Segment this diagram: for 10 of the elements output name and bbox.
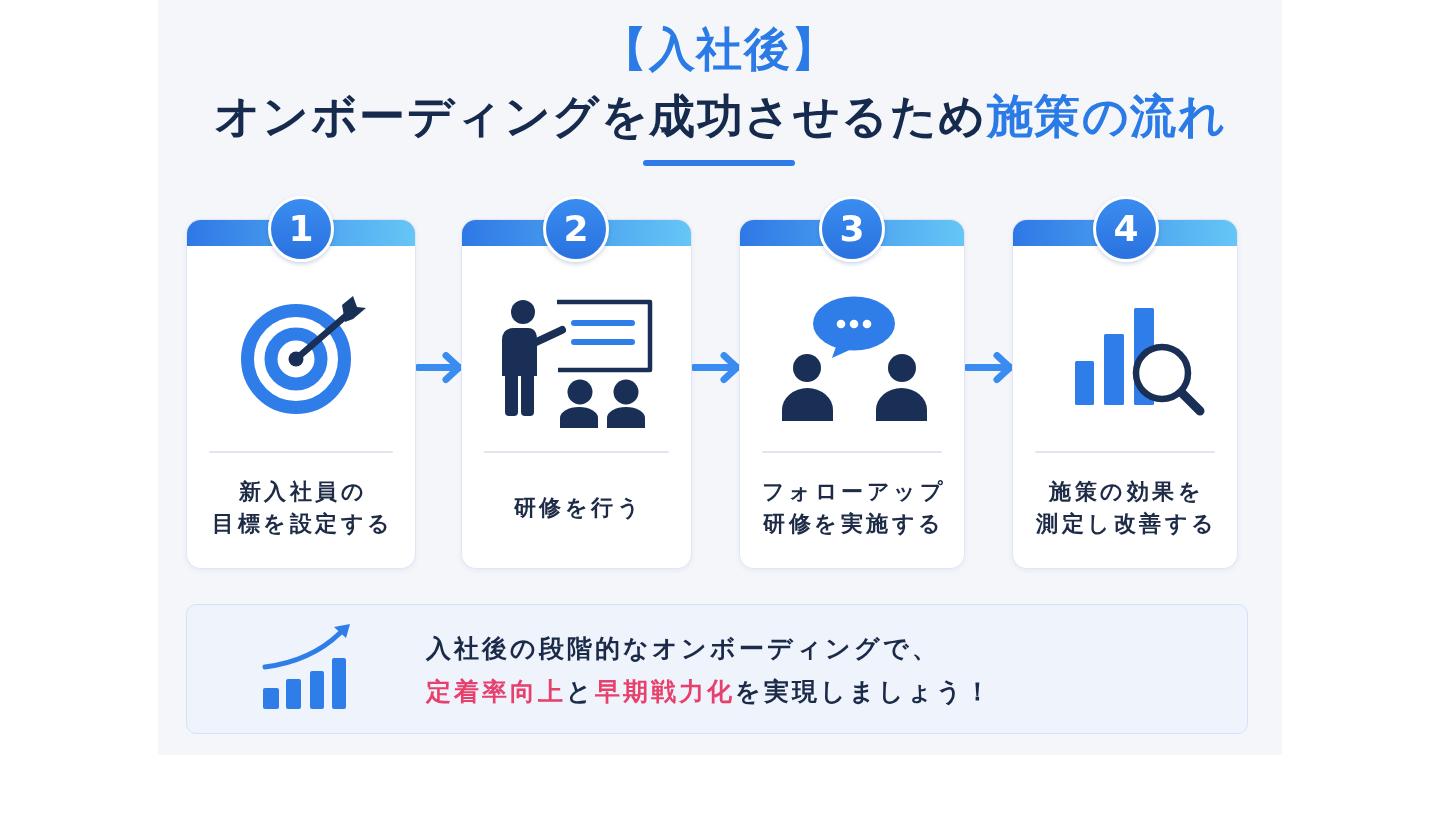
step-caption: 施策の効果を測定し改善する xyxy=(1035,478,1218,538)
step-caption: 新入社員の目標を設定する xyxy=(211,478,394,538)
step-caption: フォローアップ研修を実施する xyxy=(760,478,946,538)
message-banner xyxy=(186,604,1248,734)
arrow xyxy=(963,352,1014,384)
step-caption: 研修を行う xyxy=(512,494,643,522)
arrow xyxy=(414,352,463,384)
arrow xyxy=(690,352,741,384)
message-text: 入社後の段階的なオンボーディングで、定着率向上と早期戦力化を実現しましょう！ xyxy=(426,633,993,708)
title: 【入社後】オンボーディングを成功させるため施策の流れ xyxy=(213,21,1227,145)
